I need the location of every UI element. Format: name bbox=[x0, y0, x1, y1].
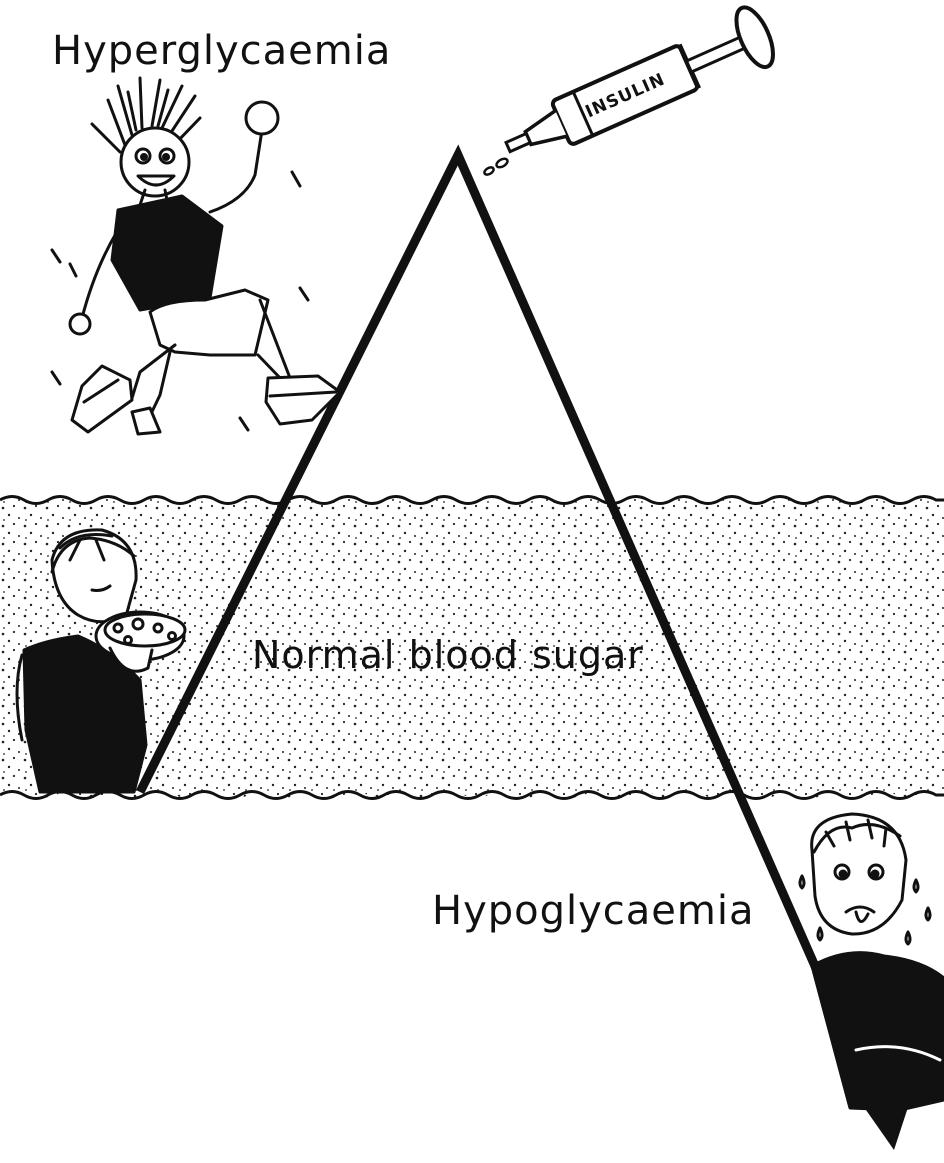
unwell-child-icon bbox=[800, 814, 944, 1110]
hyperglycaemia-label: Hyperglycaemia bbox=[52, 28, 391, 74]
hyperactive-child-icon bbox=[52, 78, 340, 434]
band-top-edge bbox=[0, 497, 944, 504]
normal-blood-sugar-label: Normal blood sugar bbox=[252, 633, 644, 677]
insulin-syringe-icon: INSULIN bbox=[495, 2, 780, 176]
insulin-droplets bbox=[483, 157, 509, 176]
hypoglycaemia-label: Hypoglycaemia bbox=[432, 888, 755, 934]
